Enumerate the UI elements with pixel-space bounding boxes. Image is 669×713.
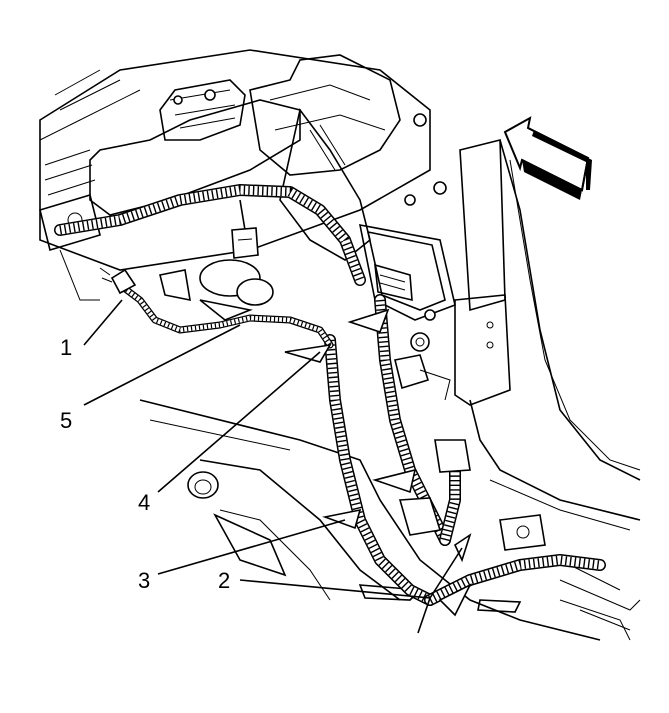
- dash-panel-structure: [39, 49, 447, 301]
- callout-4: 4: [138, 490, 150, 515]
- callout-leaders: [83, 299, 463, 634]
- callout-5: 5: [60, 408, 72, 433]
- secondary-wire: [99, 267, 334, 349]
- pigtail-connector: [231, 199, 259, 259]
- callout-1: 1: [60, 335, 72, 360]
- front-direction-arrow-icon: [503, 116, 592, 200]
- callout-2: 2: [218, 568, 230, 593]
- callout-3: 3: [138, 568, 150, 593]
- floor-grommet: [159, 259, 274, 306]
- callout-labels: 1 5 4 3 2: [60, 335, 230, 593]
- clip-indicators: [199, 299, 472, 617]
- main-wiring-harness: [54, 184, 606, 606]
- misc-connectors: [394, 354, 471, 536]
- electronic-module: [358, 223, 456, 352]
- body-pillar-structure: [454, 138, 641, 611]
- floor-pan: [139, 399, 631, 641]
